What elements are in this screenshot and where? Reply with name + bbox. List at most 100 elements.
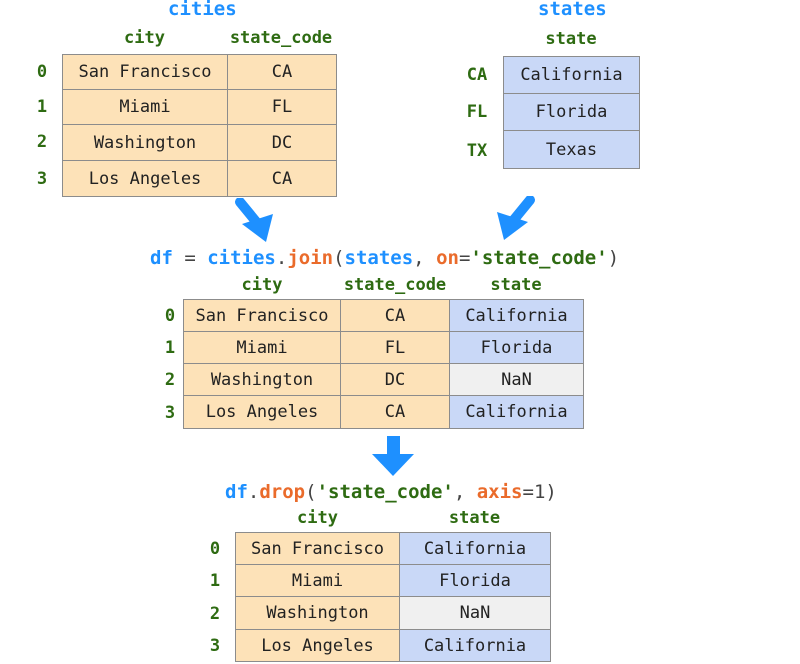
joined-table: San Francisco CA California Miami FL Flo… <box>183 299 584 429</box>
code-paren-open: ( <box>305 481 317 503</box>
dropped-index-0: 0 <box>209 539 221 559</box>
table-row: Miami Florida <box>235 564 551 597</box>
states-cell-state: Texas <box>503 130 640 169</box>
table-row: Texas <box>503 130 640 169</box>
dropped-index-2: 2 <box>209 604 221 624</box>
code-assign: = <box>458 247 471 269</box>
table-row: San Francisco CA <box>62 54 337 90</box>
code-comma: , <box>453 481 477 503</box>
cities-table: San Francisco CA Miami FL Washington DC … <box>62 54 337 197</box>
table-row: Miami FL <box>62 89 337 125</box>
states-index-fl: FL <box>466 102 488 122</box>
states-header-state: state <box>545 29 597 49</box>
cities-cell-city: Miami <box>62 89 228 125</box>
code-comma: , <box>413 247 437 269</box>
cities-title: cities <box>168 0 237 20</box>
code-assign: = <box>522 481 534 503</box>
cities-cell-city: Los Angeles <box>62 160 228 197</box>
joined-cell-city: Miami <box>183 331 341 364</box>
code-dot: . <box>247 481 260 503</box>
table-row: Los Angeles California <box>235 629 551 662</box>
cities-header-state-code: state_code <box>229 28 333 48</box>
states-index-ca: CA <box>466 65 488 85</box>
joined-cell-state: Florida <box>449 331 584 364</box>
joined-cell-state-code: DC <box>340 363 450 396</box>
joined-cell-state: California <box>449 395 584 429</box>
dropped-table: San Francisco California Miami Florida W… <box>235 532 551 662</box>
cities-cell-city: Washington <box>62 124 228 161</box>
table-row: California <box>503 56 640 94</box>
joined-cell-city: San Francisco <box>183 299 341 332</box>
dropped-index-1: 1 <box>209 571 221 591</box>
code-paren-close: ) <box>545 481 557 503</box>
code-keyword: axis <box>476 481 523 503</box>
arrow-down-icon <box>372 436 414 476</box>
states-cell-state: California <box>503 56 640 94</box>
code-dot: . <box>275 247 288 269</box>
table-row: San Francisco CA California <box>183 299 584 332</box>
joined-header-city: city <box>241 275 283 295</box>
joined-cell-state-code: FL <box>340 331 450 364</box>
code-object: cities <box>207 247 276 269</box>
cities-index-1: 1 <box>36 97 48 117</box>
code-method: drop <box>259 481 306 503</box>
code-var: df <box>225 481 248 503</box>
joined-index-1: 1 <box>164 338 176 358</box>
cities-cell-state-code: FL <box>227 89 337 125</box>
table-row: Miami FL Florida <box>183 331 584 364</box>
code-arg: states <box>344 247 414 269</box>
joined-header-state-code: state_code <box>343 275 447 295</box>
code-paren-close: ) <box>607 247 620 269</box>
dropped-cell-state: California <box>399 629 551 662</box>
joined-cell-city: Washington <box>183 363 341 396</box>
table-row: Washington DC NaN <box>183 363 584 396</box>
dropped-cell-city: Washington <box>235 596 400 630</box>
dropped-cell-state: Florida <box>399 564 551 597</box>
code-keyword: on <box>436 247 459 269</box>
dropped-header-city: city <box>297 508 338 528</box>
joined-cell-state-code: CA <box>340 395 450 429</box>
cities-cell-state-code: CA <box>227 54 337 90</box>
cities-cell-city: San Francisco <box>62 54 228 90</box>
dropped-cell-city: Los Angeles <box>235 629 400 662</box>
drop-code-line: df.drop('state_code', axis=1) <box>225 481 557 503</box>
states-table: California Florida Texas <box>503 56 640 169</box>
cities-index-0: 0 <box>36 62 48 82</box>
joined-cell-state-code: CA <box>340 299 450 332</box>
table-row: Los Angeles CA California <box>183 395 584 429</box>
dropped-index-3: 3 <box>209 636 221 656</box>
states-cell-state: Florida <box>503 93 640 131</box>
table-row: Florida <box>503 93 640 131</box>
joined-cell-state-nan: NaN <box>449 363 584 396</box>
cities-index-3: 3 <box>36 169 48 189</box>
joined-header-state: state <box>490 275 542 295</box>
cities-index-2: 2 <box>36 132 48 152</box>
table-row: San Francisco California <box>235 532 551 565</box>
code-string: 'state_code' <box>470 247 608 269</box>
dropped-header-state: state <box>448 508 501 528</box>
joined-cell-city: Los Angeles <box>183 395 341 429</box>
code-number: 1 <box>533 481 546 503</box>
code-var: df <box>150 247 173 269</box>
table-row: Los Angeles CA <box>62 160 337 197</box>
code-equals: = <box>172 247 208 269</box>
arrow-down-left-icon <box>497 196 535 240</box>
joined-index-0: 0 <box>164 306 176 326</box>
dropped-cell-city: San Francisco <box>235 532 400 565</box>
dropped-cell-city: Miami <box>235 564 400 597</box>
table-row: Washington NaN <box>235 596 551 630</box>
cities-header-city: city <box>124 28 165 48</box>
code-method: join <box>287 247 334 269</box>
cities-cell-state-code: CA <box>227 160 337 197</box>
joined-index-3: 3 <box>164 403 176 423</box>
arrow-down-right-icon <box>235 198 273 242</box>
joined-cell-state: California <box>449 299 584 332</box>
code-string: 'state_code' <box>316 481 454 503</box>
code-paren-open: ( <box>333 247 345 269</box>
cities-cell-state-code: DC <box>227 124 337 161</box>
joined-index-2: 2 <box>164 370 176 390</box>
dropped-cell-state: California <box>399 532 551 565</box>
table-row: Washington DC <box>62 124 337 161</box>
states-index-tx: TX <box>466 141 488 161</box>
states-title: states <box>538 0 607 20</box>
